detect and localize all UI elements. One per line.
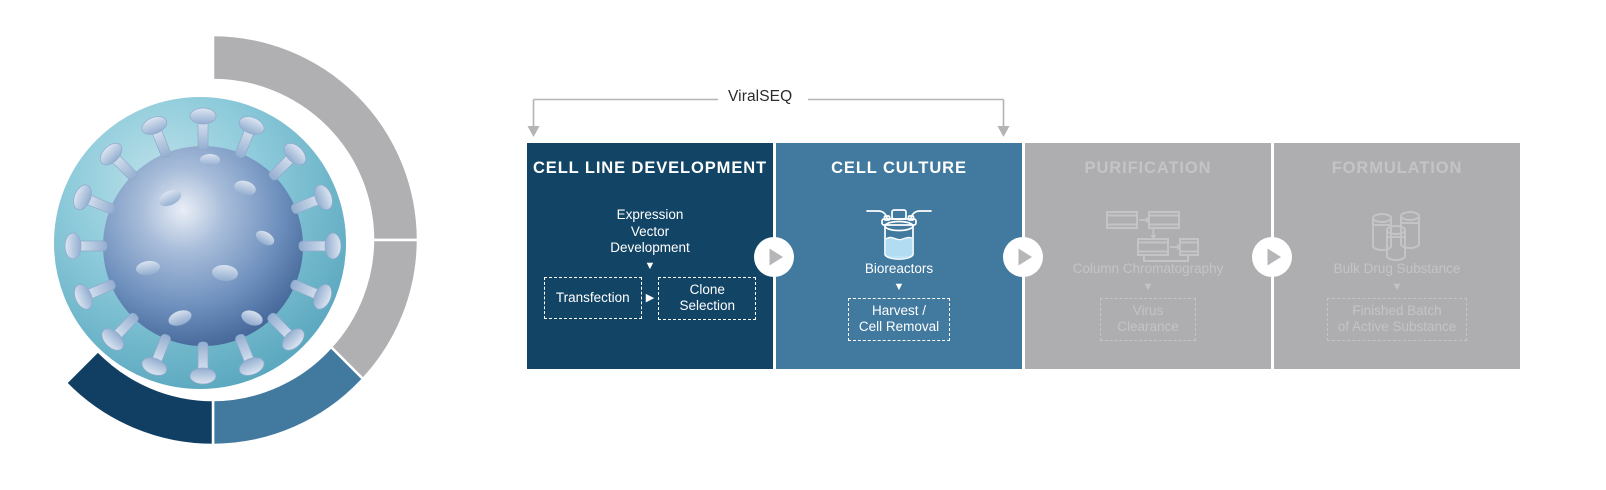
column-chromatography-icon	[1096, 209, 1200, 262]
virus-particle-with-donut-chart-icon	[20, 18, 440, 452]
sub-step-row: Transfection ▶ Clone Selection	[543, 276, 757, 320]
connector-play-2-icon[interactable]	[1002, 236, 1044, 278]
caret-down-icon: ▼	[1391, 280, 1403, 293]
sub-step-row: Virus Clearance	[1100, 297, 1196, 341]
stage-purification[interactable]: PURIFICATION	[1025, 143, 1271, 369]
sub-step-finished-batch[interactable]: Finished Batch of Active Substance	[1327, 297, 1467, 341]
donut-chart	[64, 33, 420, 447]
stage-cell-line-development[interactable]: CELL LINE DEVELOPMENT Expression Vector …	[527, 143, 773, 369]
sub-step-row: Harvest / Cell Removal	[848, 297, 950, 341]
stage-formulation[interactable]: FORMULATION	[1274, 143, 1520, 369]
sub-step-virus-clearance[interactable]: Virus Clearance	[1100, 297, 1196, 341]
play-right-icon: ▶	[645, 291, 655, 304]
sub-step-harvest-cell-removal[interactable]: Harvest / Cell Removal	[848, 297, 950, 341]
vials-icon	[1365, 209, 1429, 261]
viralseq-bracket-icon	[520, 84, 1020, 144]
caret-down-icon: ▼	[1142, 280, 1154, 293]
stage-cell-culture[interactable]: CELL CULTURE	[776, 143, 1022, 369]
connector-play-1-icon[interactable]	[753, 236, 795, 278]
stage-title: PURIFICATION	[1084, 159, 1212, 177]
caret-down-icon: ▼	[893, 280, 905, 293]
stage-title: CELL LINE DEVELOPMENT	[532, 159, 768, 177]
caret-down-icon: ▼	[644, 259, 656, 272]
stage-caption: Bulk Drug Substance	[1333, 261, 1461, 276]
connector-play-3-icon[interactable]	[1251, 236, 1293, 278]
bioreactor-icon	[861, 209, 937, 261]
stage-caption: Expression Vector Development	[610, 207, 690, 255]
sub-step-row: Finished Batch of Active Substance	[1327, 297, 1467, 341]
stage-title: FORMULATION	[1331, 159, 1463, 177]
stage-caption: Column Chromatography	[1072, 261, 1224, 276]
stage-title: CELL CULTURE	[831, 159, 967, 177]
sub-step-clone-selection[interactable]: Clone Selection	[658, 276, 757, 320]
viralseq-label: ViralSEQ	[728, 88, 793, 105]
sub-step-transfection[interactable]: Transfection	[543, 277, 642, 319]
workflow-stage-strip: CELL LINE DEVELOPMENT Expression Vector …	[527, 143, 1520, 369]
stage-caption: Bioreactors	[864, 261, 934, 276]
